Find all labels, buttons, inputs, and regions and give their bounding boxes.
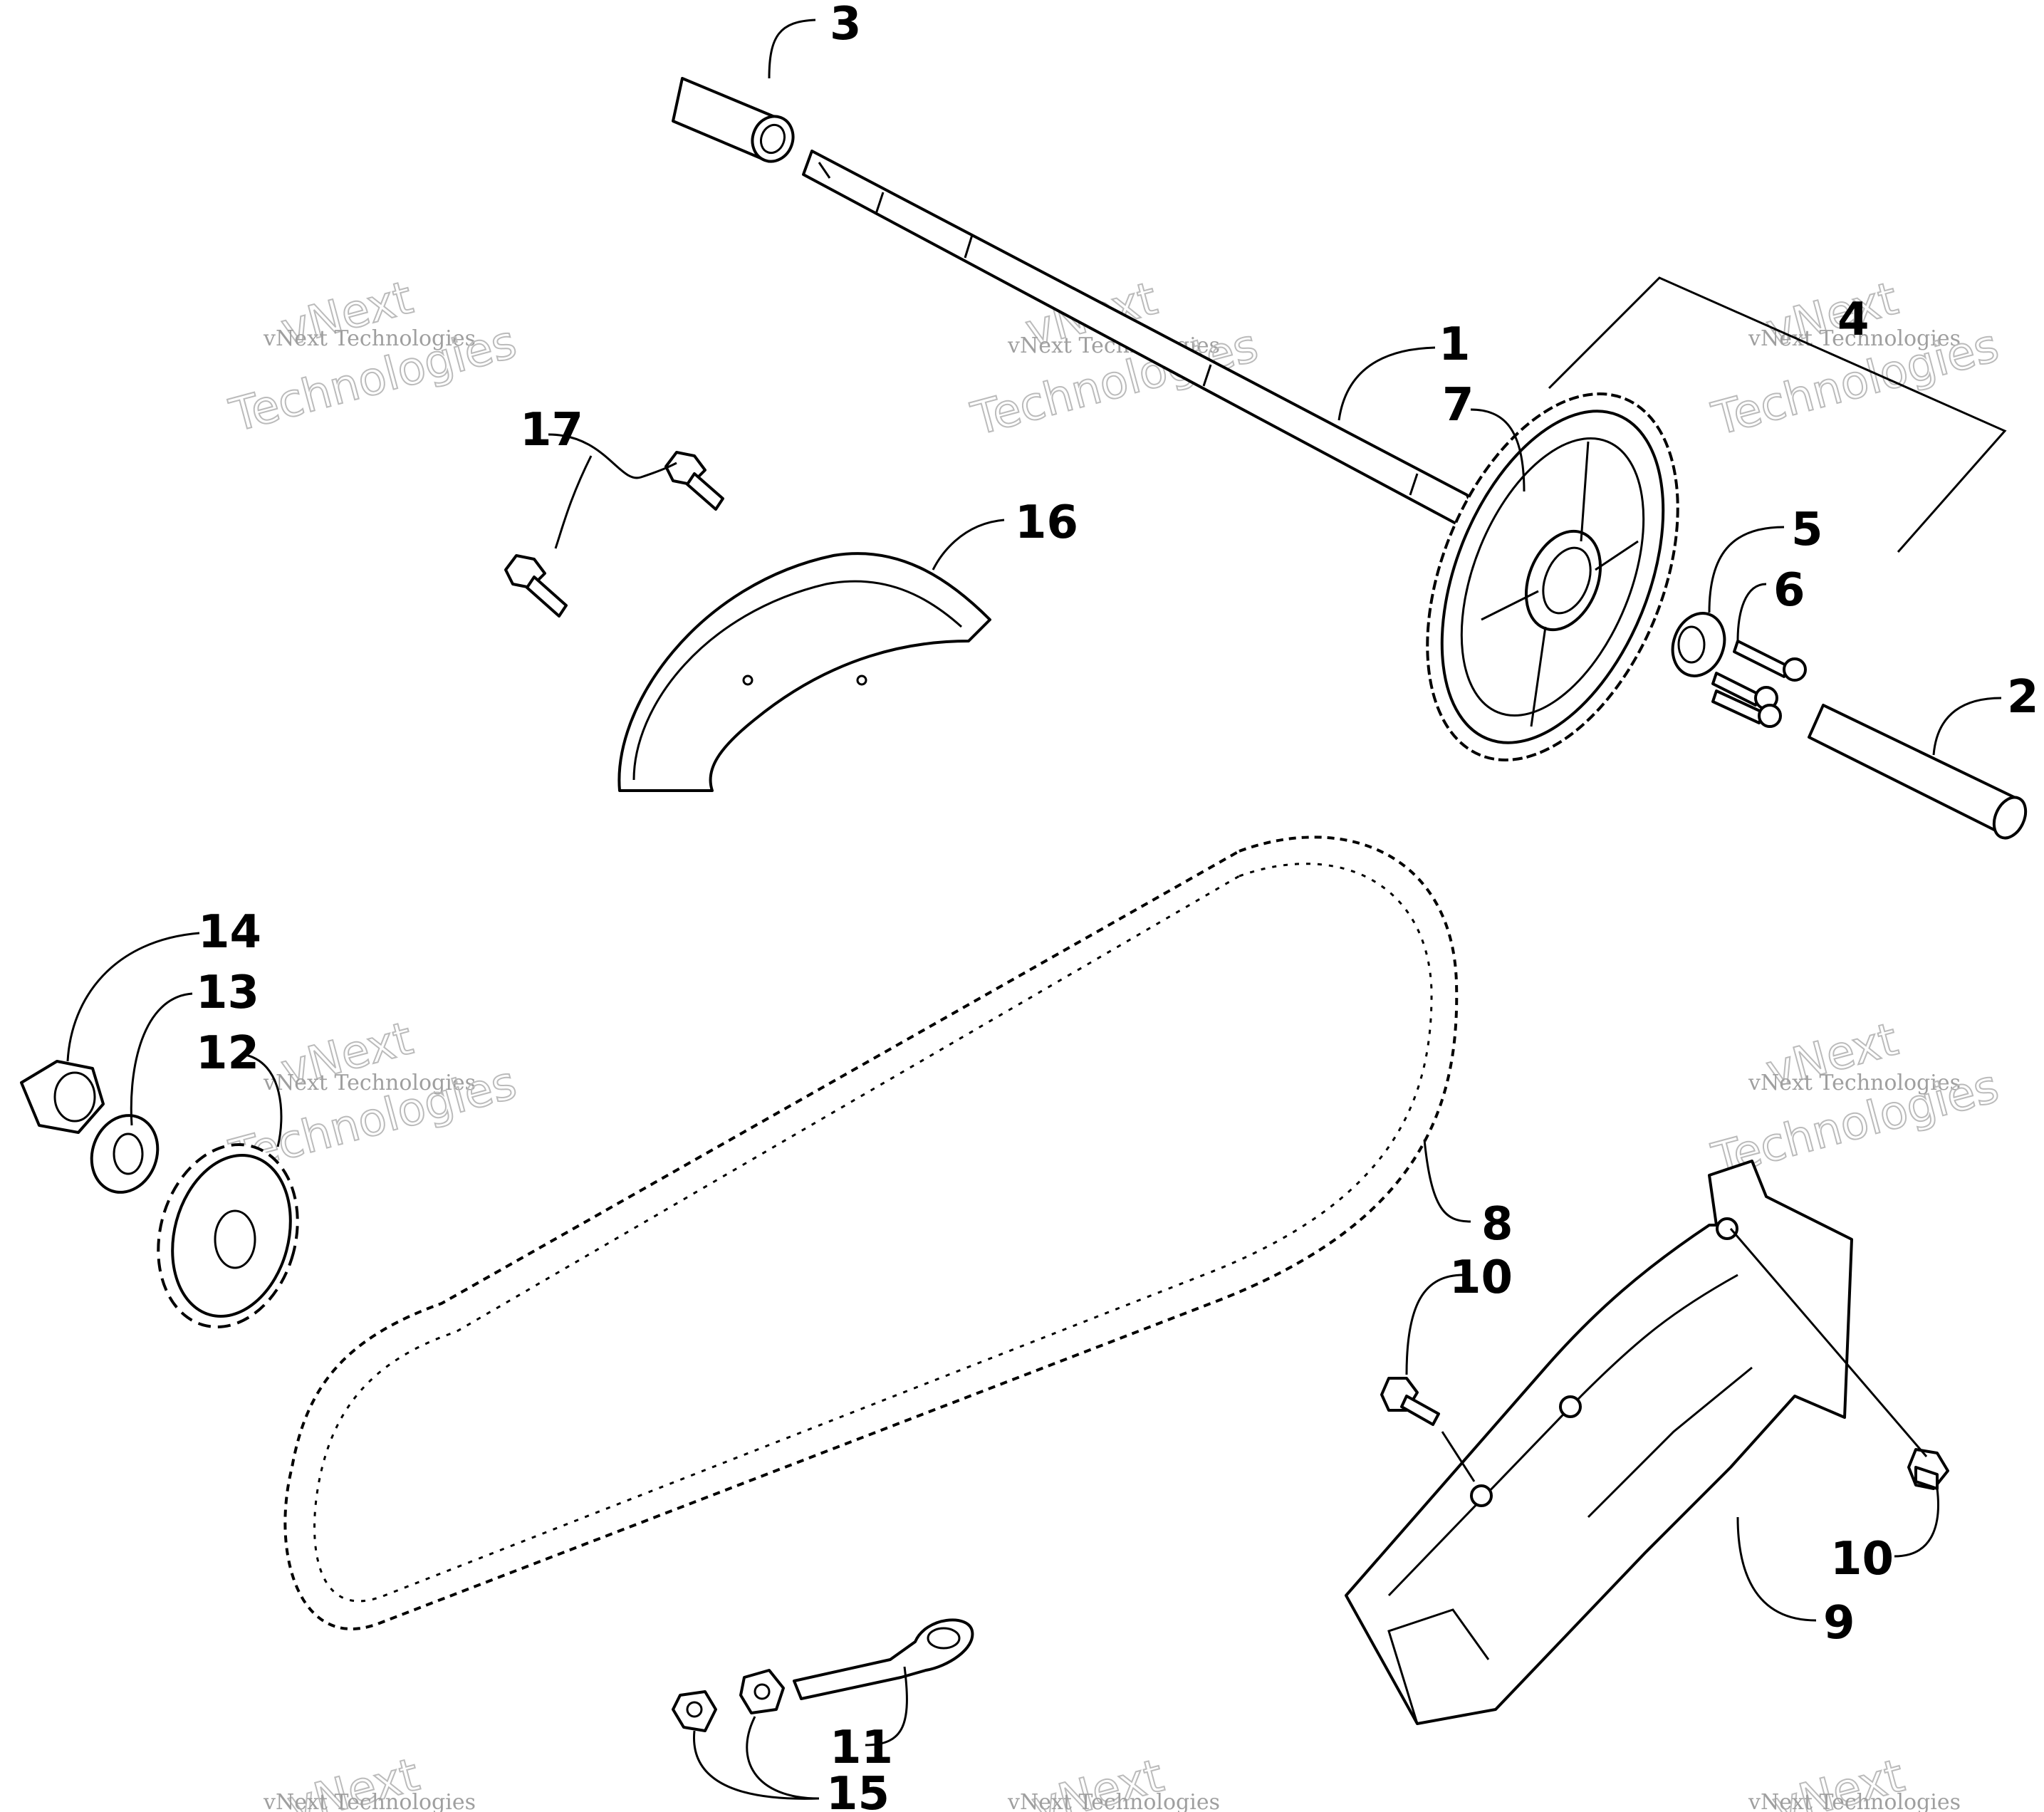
part-1-shaft [802, 150, 1477, 527]
svg-text:vNext Technologies: vNext Technologies [1748, 326, 1961, 351]
part-3-bushing [672, 77, 795, 163]
callout-8: 8 [1481, 1198, 1513, 1251]
part-14-nut [20, 1060, 105, 1134]
part-5-hub [1671, 612, 1726, 677]
svg-text:vNext Technologies: vNext Technologies [1007, 1790, 1220, 1812]
callout-17: 17 [520, 404, 583, 457]
part-2-bushing [1808, 704, 2028, 840]
part-11-adjuster [793, 1618, 974, 1700]
callout-13: 13 [196, 967, 259, 1019]
svg-text:vNext Technologies: vNext Technologies [263, 1071, 476, 1095]
part-12-small-sprocket [157, 1143, 299, 1328]
part-6-bolts [1711, 640, 1807, 728]
callout-10b: 10 [1830, 1533, 1894, 1586]
callout-1: 1 [1439, 318, 1471, 371]
callout-10a: 10 [1449, 1251, 1513, 1304]
part-4-bracket [1548, 276, 2007, 553]
callout-5: 5 [1791, 504, 1823, 556]
callout-12: 12 [196, 1027, 259, 1080]
watermark-2: vNext vNext Technologies Technologies [966, 271, 1264, 447]
part-13-washer [90, 1114, 160, 1194]
callout-11: 11 [830, 1722, 893, 1774]
part-16-guard [617, 552, 991, 792]
svg-text:vNext Technologies: vNext Technologies [1748, 1071, 1961, 1095]
part-8-chain [283, 835, 1459, 1630]
svg-text:vNext Technologies: vNext Technologies [263, 1790, 476, 1812]
leader-lines [66, 19, 2002, 1800]
callout-2: 2 [2007, 671, 2039, 724]
callout-9: 9 [1823, 1597, 1855, 1650]
watermark-1: vNext vNext Technologies Technologies [224, 271, 522, 443]
callout-15: 15 [826, 1768, 890, 1812]
svg-text:vNext Technologies: vNext Technologies [1748, 1790, 1961, 1812]
watermark-7: vNext vNext Technologies [263, 1748, 476, 1812]
part-15-nuts [672, 1669, 785, 1732]
callout-3: 3 [830, 0, 862, 51]
callout-4: 4 [1837, 293, 1870, 346]
callout-6: 6 [1773, 564, 1805, 617]
watermark-9: vNext vNext Technologies [1748, 1749, 1961, 1812]
callout-14: 14 [198, 906, 261, 959]
part-7-large-sprocket [1426, 392, 1679, 761]
callout-16: 16 [1015, 496, 1078, 549]
part-10-bolt-left [1380, 1377, 1476, 1482]
watermark-8: vNext vNext Technologies [1007, 1749, 1220, 1812]
part-17-bolts [504, 451, 724, 618]
part-10-bolt-right [1729, 1228, 1949, 1490]
svg-text:vNext Technologies: vNext Technologies [263, 326, 476, 351]
callout-labels: 1 2 3 4 5 6 7 8 9 10 10 11 12 13 14 15 1… [196, 0, 2039, 1812]
callout-7: 7 [1442, 379, 1474, 432]
part-9-chain-guard [1345, 1160, 1853, 1725]
